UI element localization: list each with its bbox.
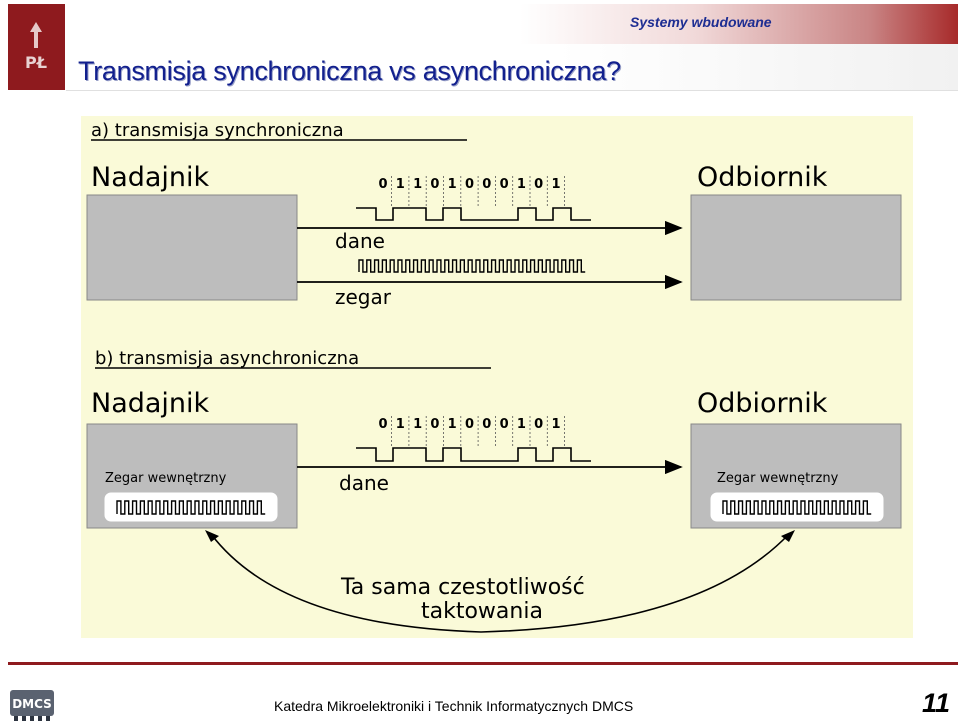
dmcs-logo: DMCS: [10, 690, 54, 721]
bit-label: 1: [448, 417, 457, 432]
curve-right-arrowhead: [781, 530, 795, 542]
sync-receiver-label: Odbiornik: [697, 162, 828, 193]
footer-department: Katedra Mikroelektroniki i Technik Infor…: [274, 698, 634, 714]
bit-label: 1: [517, 177, 526, 192]
sync-sender-box: [86, 194, 298, 301]
sync-section-label: a) transmisja synchroniczna: [91, 120, 344, 141]
bit-label: 0: [378, 177, 387, 192]
bit-label: 1: [517, 417, 526, 432]
bit-label: 0: [534, 417, 543, 432]
bit-label: 1: [448, 177, 457, 192]
bit-label: 0: [430, 417, 439, 432]
bit-label: 0: [465, 177, 474, 192]
course-label: Systemy wbudowane: [630, 14, 772, 30]
bit-label: 0: [500, 177, 509, 192]
bit-label: 1: [551, 417, 560, 432]
footer-rule: [8, 662, 958, 665]
same-frequency-text-2: taktowania: [421, 599, 543, 624]
header-underlay: [66, 44, 958, 91]
bit-label: 0: [482, 177, 491, 192]
same-frequency-curve: [210, 533, 790, 633]
slide-title: Transmisja synchroniczna vs asynchronicz…: [78, 56, 621, 86]
sync-clock-waveform: [358, 259, 586, 273]
async-receiver-clock-label: Zegar wewnętrzny: [717, 471, 839, 486]
async-sender-clock-label: Zegar wewnętrzny: [105, 471, 227, 486]
same-frequency-text-1: Ta sama czestotliwość: [340, 575, 585, 600]
async-sender-clock-waveform: [116, 500, 266, 515]
bit-label: 1: [551, 177, 560, 192]
async-sender-label: Nadajnik: [91, 388, 210, 419]
bit-label: 0: [430, 177, 439, 192]
page-number: 11: [922, 688, 951, 718]
bit-label: 0: [482, 417, 491, 432]
sync-data-waveform: [356, 207, 591, 221]
crest-icon: PŁ: [8, 4, 65, 90]
async-data-waveform: [356, 447, 591, 462]
university-logo: PŁ: [8, 4, 65, 90]
bit-label: 0: [378, 417, 387, 432]
bit-label: 1: [413, 177, 422, 192]
transmission-diagram: a) transmisja synchroniczna Nadajnik Odb…: [86, 120, 902, 633]
bit-label: 1: [413, 417, 422, 432]
async-data-label: dane: [339, 471, 389, 495]
bit-label: 1: [396, 177, 405, 192]
sync-receiver-box: [690, 194, 902, 301]
bit-label: 0: [500, 417, 509, 432]
curve-left-arrowhead: [205, 530, 219, 542]
header-bar: [520, 4, 958, 44]
sync-clock-label: zegar: [335, 285, 392, 309]
dmcs-logo-text: DMCS: [12, 697, 52, 711]
bit-label: 0: [534, 177, 543, 192]
bit-label: 1: [396, 417, 405, 432]
async-section-label: b) transmisja asynchroniczna: [95, 348, 359, 369]
async-receiver-label: Odbiornik: [697, 388, 828, 419]
sync-data-label: dane: [335, 229, 385, 253]
logo-text: PŁ: [25, 53, 47, 72]
sync-sender-label: Nadajnik: [91, 162, 210, 193]
bit-label: 0: [465, 417, 474, 432]
async-receiver-clock-waveform: [722, 500, 872, 515]
